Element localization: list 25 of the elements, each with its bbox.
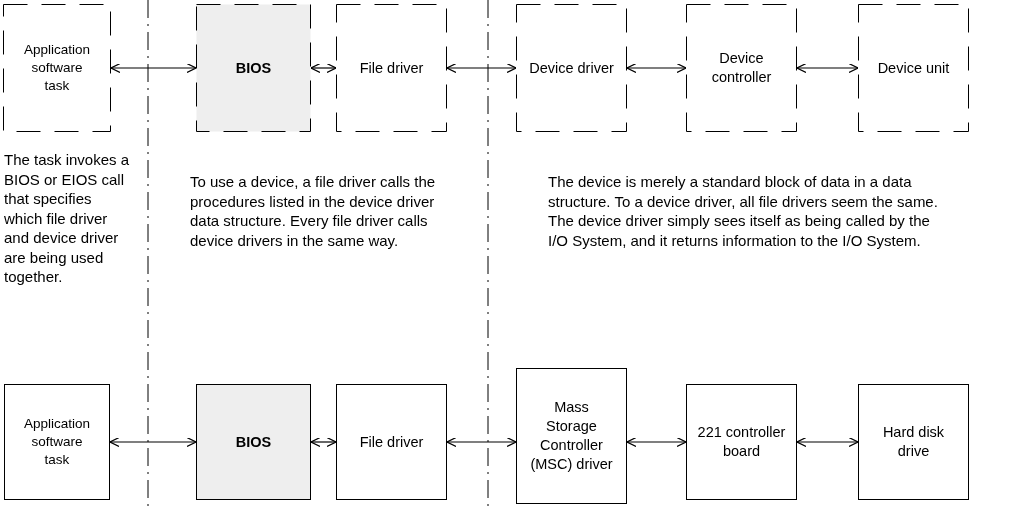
process-box: Device unit (858, 4, 969, 132)
description-text: The device is merely a standard block of data in a data structure. To a device driver, all file drivers seem the same. The device driver simply sees itself as being called by the I/O System, and it returns information to the I/O System. (548, 172, 939, 250)
double-arrow (310, 62, 337, 74)
process-box: Mass Storage Controller (MSC) driver (516, 368, 627, 504)
double-arrow (796, 436, 859, 448)
process-box: BIOS (196, 4, 311, 132)
description-text: To use a device, a file driver calls the procedures listed in the device driver data structure. Every file driver calls device drivers in the same way. (190, 172, 437, 250)
process-box: Application software task (3, 4, 111, 132)
double-arrow (446, 436, 517, 448)
process-box: BIOS (196, 384, 311, 500)
double-arrow (446, 62, 517, 74)
process-box: 221 controller board (686, 384, 797, 500)
process-box: File driver (336, 384, 447, 500)
process-box: Application software task (4, 384, 110, 500)
process-box: Hard disk drive (858, 384, 969, 500)
double-arrow (310, 436, 337, 448)
double-arrow (626, 62, 687, 74)
double-arrow (110, 62, 197, 74)
process-box: Device controller (686, 4, 797, 132)
description-text: The task invokes a BIOS or EIOS call that specifies which file driver and device driver are being used together. (4, 150, 131, 287)
process-box: File driver (336, 4, 447, 132)
double-arrow (626, 436, 687, 448)
double-arrow (109, 436, 197, 448)
double-arrow (796, 62, 859, 74)
process-box: Device driver (516, 4, 627, 132)
